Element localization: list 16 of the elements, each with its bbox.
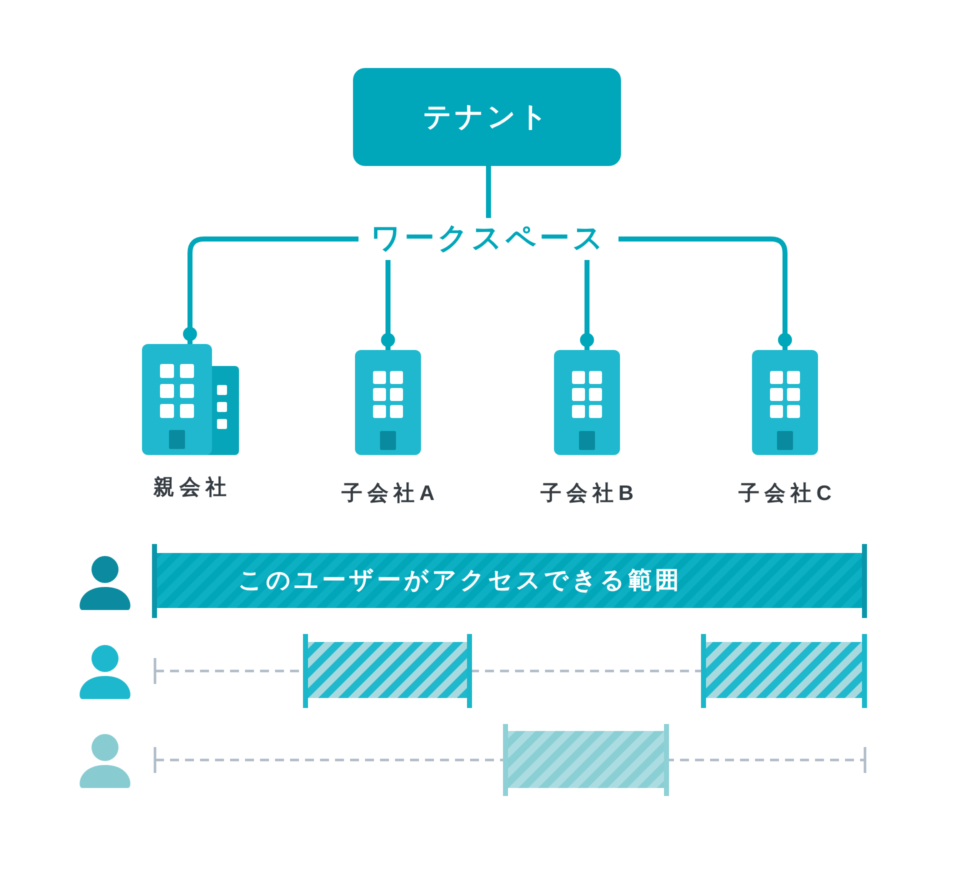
bar-label: このユーザーがアクセスできる範囲 (238, 566, 682, 596)
root-box: テナント (353, 68, 621, 166)
connector-line (580, 260, 594, 350)
company-label: 子会社A (340, 481, 440, 507)
connector-line (183, 236, 358, 344)
hatched-bar (503, 724, 669, 796)
company-label: 子会社B (539, 481, 639, 507)
node-label: ワークスペース (358, 218, 618, 260)
range-bar (152, 544, 867, 618)
connector-line (618, 236, 792, 350)
company-label: 親会社 (152, 475, 232, 501)
hatched-bar (303, 634, 472, 708)
company-label: 子会社C (737, 481, 837, 507)
hatched-bar (701, 634, 867, 708)
connector-line (381, 260, 395, 350)
connector-line (486, 166, 491, 218)
